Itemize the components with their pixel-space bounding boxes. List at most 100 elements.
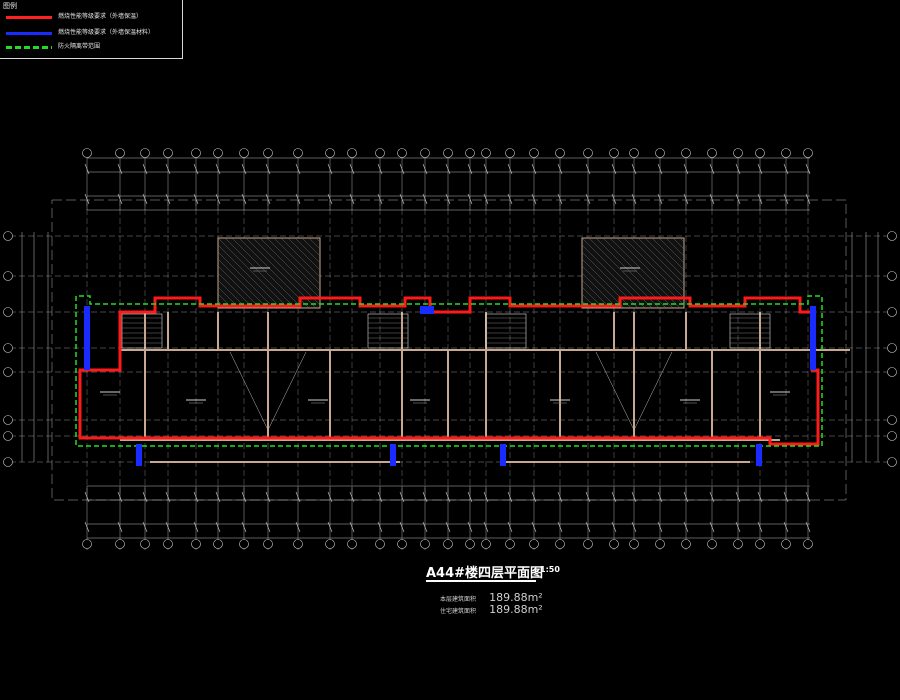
area-row: 本层建筑面积 189.88m² — [440, 586, 543, 605]
axis-bubble — [505, 148, 515, 158]
balcony-block — [581, 237, 685, 309]
axis-bubble — [887, 343, 897, 353]
axis-bubble — [82, 539, 92, 549]
hatch-line — [588, 237, 660, 309]
legend-item-green: 防火隔离带范围 — [6, 42, 178, 52]
axis-bubble — [115, 539, 125, 549]
hatch-line — [217, 237, 289, 309]
hatch-line — [581, 265, 625, 309]
room-annotations — [100, 267, 790, 404]
axis-bubble — [887, 367, 897, 377]
axis-bubble — [887, 431, 897, 441]
axis-bubble — [681, 148, 691, 158]
axis-bubble — [583, 148, 593, 158]
axis-bubble — [263, 539, 273, 549]
area-value: 189.88m² — [489, 591, 543, 604]
axis-bubble — [3, 307, 13, 317]
door-swing — [267, 351, 307, 431]
axis-bubble — [420, 148, 430, 158]
blue-insulation-segment — [420, 306, 434, 314]
legend-swatch-blue — [6, 32, 52, 35]
hatch-line — [217, 258, 268, 309]
hatch-line — [602, 237, 674, 309]
axis-bubble — [781, 539, 791, 549]
axis-bubble — [781, 148, 791, 158]
blue-insulation-segment — [390, 444, 396, 466]
axis-bubble — [755, 148, 765, 158]
hatch-line — [679, 237, 685, 243]
hatch-line — [616, 237, 685, 306]
axis-bubble — [140, 148, 150, 158]
hatch-line — [231, 237, 303, 309]
axis-bubble — [213, 148, 223, 158]
axis-bubble — [3, 231, 13, 241]
door-swing — [229, 351, 269, 431]
hatch-line — [623, 237, 685, 299]
axis-bubble — [733, 148, 743, 158]
axis-bubble — [755, 539, 765, 549]
hatch-line — [630, 237, 685, 292]
hatch-line — [224, 237, 296, 309]
hatch-line — [637, 237, 685, 285]
axis-bubble — [481, 539, 491, 549]
hatch-line — [217, 251, 275, 309]
hatch-line — [308, 237, 321, 250]
hatch-line — [294, 237, 321, 264]
axis-bubble — [293, 148, 303, 158]
axis-bubble — [140, 539, 150, 549]
hatch-line — [238, 237, 310, 309]
legend-item-label: 防火隔离带范围 — [58, 43, 101, 50]
axis-bubble — [325, 539, 335, 549]
axis-bubble — [3, 271, 13, 281]
axis-bubbles — [3, 148, 897, 549]
legend-item-label: 燃烧性能等级要求（外墙保温材料） — [58, 29, 155, 36]
axis-bubble — [3, 343, 13, 353]
axis-bubble — [375, 148, 385, 158]
green-fire-barrier-outline — [75, 295, 823, 447]
axis-bubble — [397, 539, 407, 549]
blue-insulation-segment — [810, 306, 816, 370]
axis-bubble — [163, 148, 173, 158]
axis-bubble — [803, 148, 813, 158]
axis-bubble — [3, 431, 13, 441]
axis-bubble — [465, 539, 475, 549]
area-label: 住宅建筑面积 — [440, 608, 477, 615]
axis-bubble — [655, 539, 665, 549]
axis-bubble — [375, 539, 385, 549]
hatch-line — [245, 237, 317, 309]
axis-bubble — [529, 148, 539, 158]
stair-box — [729, 313, 771, 349]
blue-insulation-segment — [756, 444, 762, 466]
door-swing — [595, 351, 635, 431]
stair-box — [485, 313, 527, 349]
hatch-line — [252, 237, 321, 306]
blue-insulation-segment — [500, 444, 506, 466]
hatch-line — [644, 237, 685, 278]
hatch-line — [665, 237, 685, 257]
axis-bubble — [707, 539, 717, 549]
stair-box — [367, 313, 409, 349]
axis-bubble — [293, 539, 303, 549]
axis-bubble — [3, 415, 13, 425]
axis-bubble — [443, 148, 453, 158]
axis-bubble — [115, 148, 125, 158]
hatch-line — [217, 272, 254, 309]
balcony-block — [217, 237, 321, 309]
axis-bubble — [629, 539, 639, 549]
hatch-line — [217, 265, 261, 309]
axis-bubble — [583, 539, 593, 549]
axis-bubble — [420, 539, 430, 549]
hatch-line — [315, 237, 321, 243]
hatch-line — [581, 272, 618, 309]
blue-insulation-segment — [136, 444, 142, 466]
axis-bubble — [707, 148, 717, 158]
blue-insulation-segment — [84, 306, 90, 370]
hatch-line — [259, 237, 321, 299]
hatch-line — [581, 258, 632, 309]
axis-bubble — [733, 539, 743, 549]
hatch-line — [581, 237, 653, 309]
axis-bubble — [191, 539, 201, 549]
axis-bubble — [191, 148, 201, 158]
